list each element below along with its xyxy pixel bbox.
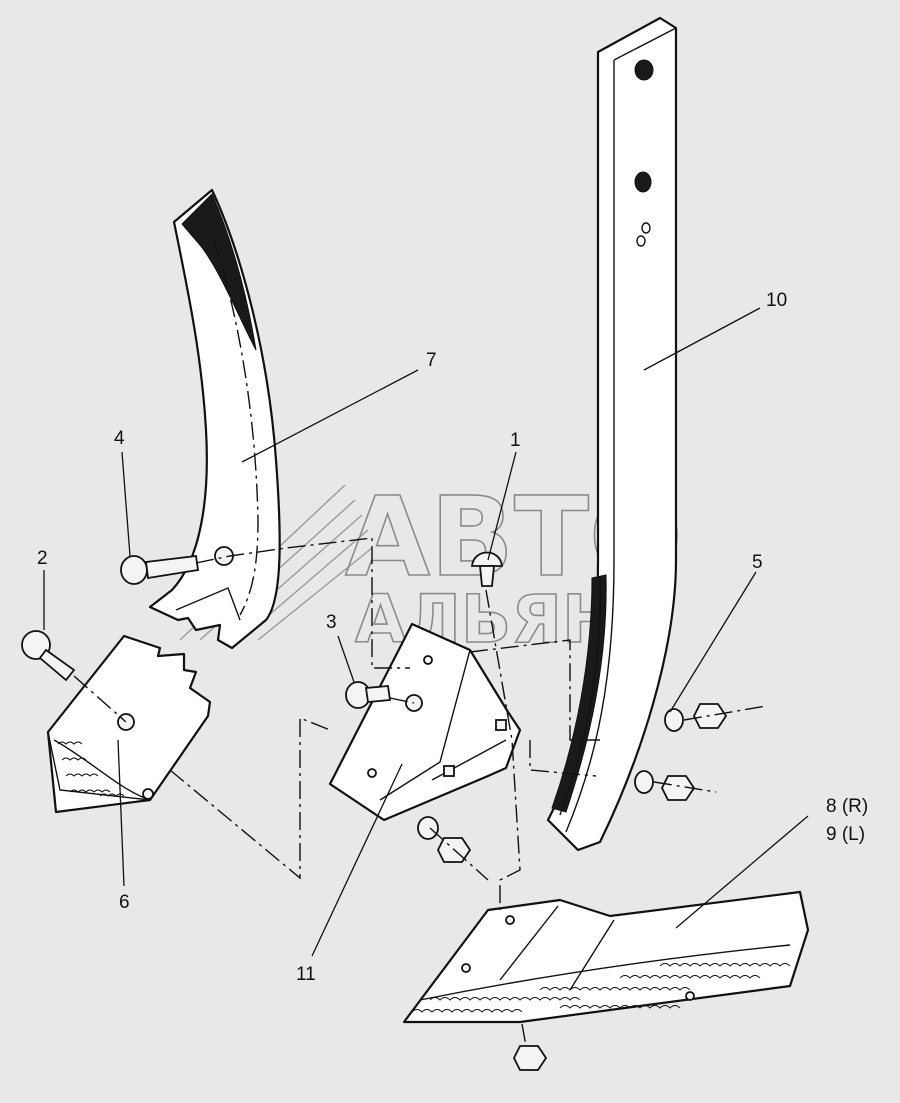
label-part-8: 8 (R) (826, 796, 868, 817)
label-part-4: 4 (114, 428, 125, 449)
shank-part-10 (546, 16, 678, 852)
callout-labels: 1 2 3 4 5 6 7 8 (R) 9 (L) 10 11 (37, 290, 868, 985)
nut-share (512, 1045, 548, 1071)
label-part-2: 2 (37, 548, 48, 569)
label-part-6: 6 (119, 892, 130, 913)
label-part-5: 5 (752, 552, 763, 573)
curved-plate-part-7 (148, 188, 281, 650)
bolt-part-1 (470, 551, 504, 587)
share-part-8-9 (402, 890, 810, 1024)
label-part-11: 11 (296, 964, 316, 985)
label-part-10: 10 (766, 290, 787, 311)
bolt-part-2 (21, 630, 76, 682)
label-part-7: 7 (426, 350, 437, 371)
point-part-6 (46, 634, 212, 814)
washer-nut-part-5 (634, 703, 728, 801)
label-part-9: 9 (L) (826, 824, 865, 845)
mounting-plate-part-11 (328, 622, 522, 822)
label-part-3: 3 (326, 612, 337, 633)
label-part-1: 1 (510, 430, 521, 451)
leader-lines (43, 307, 809, 957)
assembly-lines (73, 537, 767, 1047)
washer-nut-plate (417, 816, 472, 863)
